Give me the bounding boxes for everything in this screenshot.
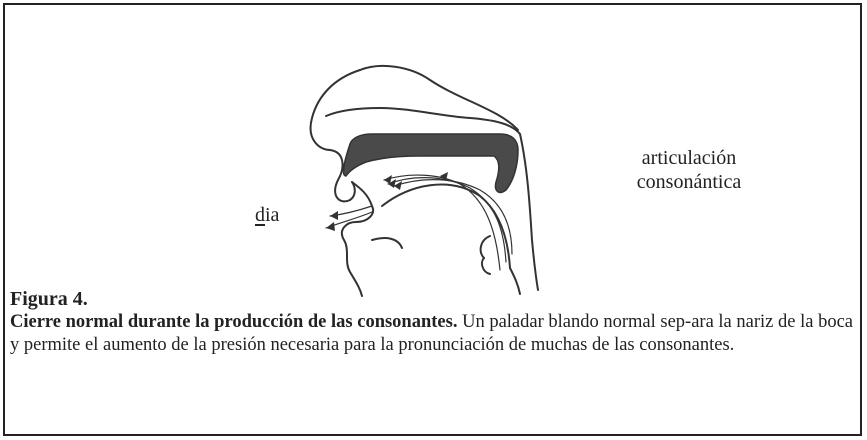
- lower-jaw: [371, 237, 403, 249]
- pharynx-wall: [519, 133, 539, 291]
- lips: [340, 181, 374, 297]
- hard-palate: [342, 133, 519, 194]
- figure-label: Figura 4.: [10, 288, 88, 310]
- articulation-label: articulación consonántica: [636, 147, 742, 193]
- arrowhead: [384, 175, 392, 184]
- throat-front: [509, 267, 521, 295]
- vocal-tract-diagram: [309, 64, 539, 297]
- sound-label: dia: [255, 204, 280, 226]
- arrowhead: [326, 222, 335, 231]
- figure-frame: [3, 3, 862, 436]
- caption-lead: Cierre normal durante la producción de l…: [10, 312, 458, 332]
- airflow-arrow: [393, 179, 513, 255]
- epiglottis: [479, 235, 491, 275]
- arrowhead: [440, 172, 448, 181]
- nasal-passage: [325, 107, 521, 135]
- arrowhead: [394, 181, 402, 190]
- caption-text: Un paladar blando normal sep-ara la nari…: [10, 312, 853, 355]
- caption-body: Cierre normal durante la producción de l…: [10, 311, 853, 357]
- airflow-arrow: [387, 177, 507, 263]
- figure-caption: Figura 4. Cierre normal durante la produ…: [10, 288, 853, 357]
- arrowhead: [388, 179, 396, 188]
- nasal-cavity: [359, 64, 519, 131]
- face-profile: [309, 69, 361, 203]
- arrowhead: [330, 211, 338, 220]
